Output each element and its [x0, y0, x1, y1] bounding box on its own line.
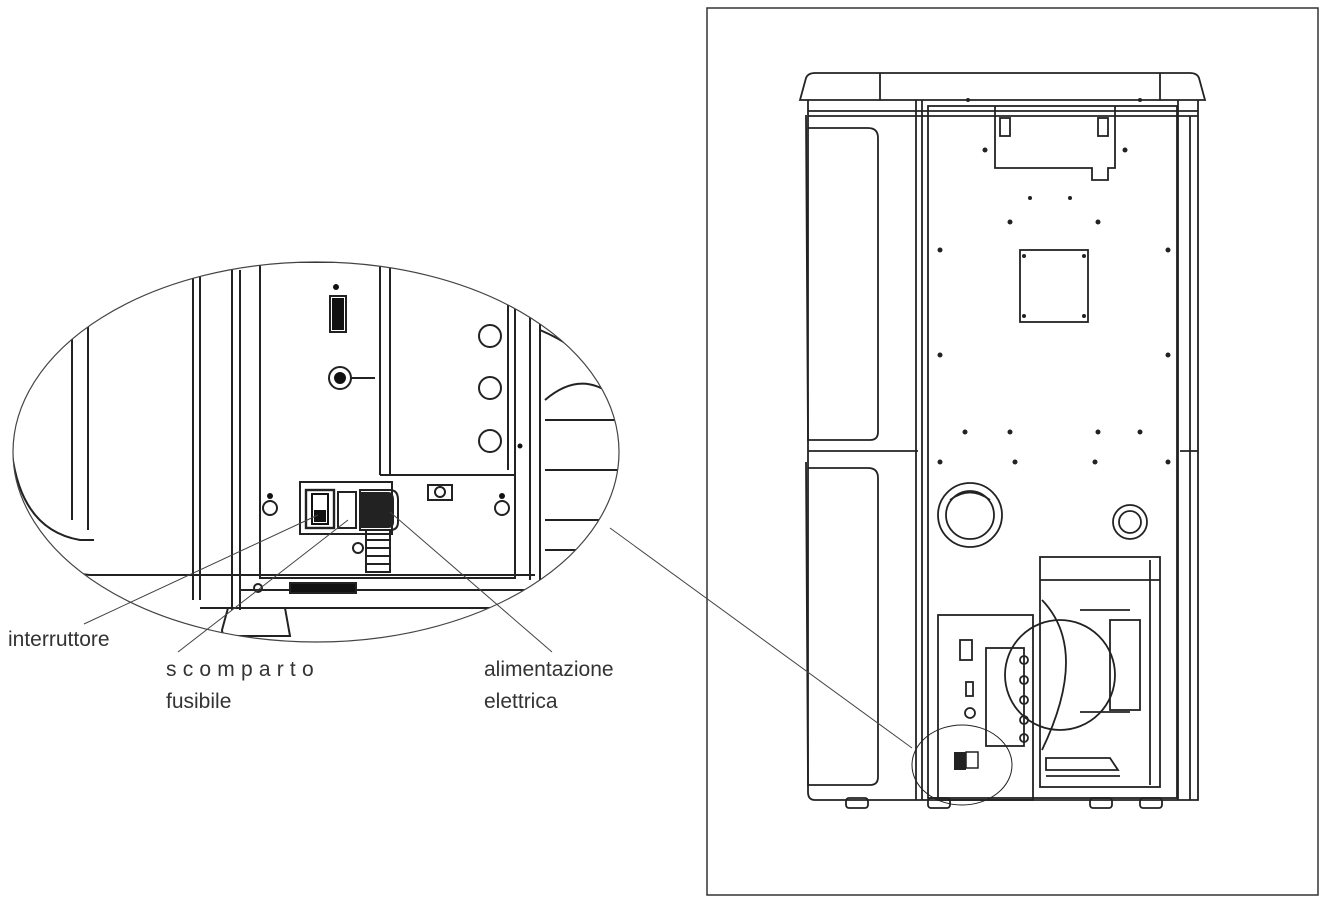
callout-switch: interruttore: [8, 627, 110, 653]
callout-power-line2: elettrica: [484, 690, 558, 713]
top-bracket: [994, 106, 1116, 181]
leader-switch: [83, 514, 319, 625]
foot: [845, 797, 869, 809]
heat-pump-unit: [798, 72, 1207, 809]
unit-screws: [937, 98, 1171, 770]
left-side-panel-lower: [805, 461, 879, 786]
zoom-detail: [13, 262, 619, 637]
leader-power: [389, 511, 553, 653]
zoom-electrical-box: [259, 262, 516, 579]
zoom-marker: [911, 724, 1013, 806]
water-inlet-connector: [937, 482, 1003, 548]
zoom-ellipse-outline: [12, 261, 620, 643]
unit-view-frame: [706, 7, 1319, 896]
left-side-panel-upper: [805, 114, 879, 441]
back-panel: [927, 105, 1178, 799]
zoom-dark-parts: [267, 284, 523, 528]
unit-top-cap: [798, 72, 1207, 101]
unit-power-switch: [954, 752, 966, 770]
zoom-power-plug: [359, 489, 399, 531]
callout-leaders: [83, 511, 553, 653]
callout-power-supply: alimentazione elettrica: [484, 657, 614, 715]
water-outlet-connector: [1112, 504, 1148, 540]
zoom-leader-line: [609, 527, 913, 749]
unit-body: [807, 100, 1199, 801]
access-plate: [1019, 249, 1089, 323]
leader-fuse: [177, 519, 349, 653]
callout-fuse-compartment: scomparto fusibile: [166, 657, 320, 715]
callout-fuse-line2: fusibile: [166, 690, 232, 713]
callout-switch-text: interruttore: [8, 628, 110, 651]
callout-power-line1: alimentazione: [484, 658, 614, 681]
zoom-fuse-holder: [337, 491, 357, 529]
callout-fuse-line1: scomparto: [166, 658, 320, 681]
fan-compartment: [1039, 556, 1161, 788]
zoom-foot: [220, 607, 292, 637]
